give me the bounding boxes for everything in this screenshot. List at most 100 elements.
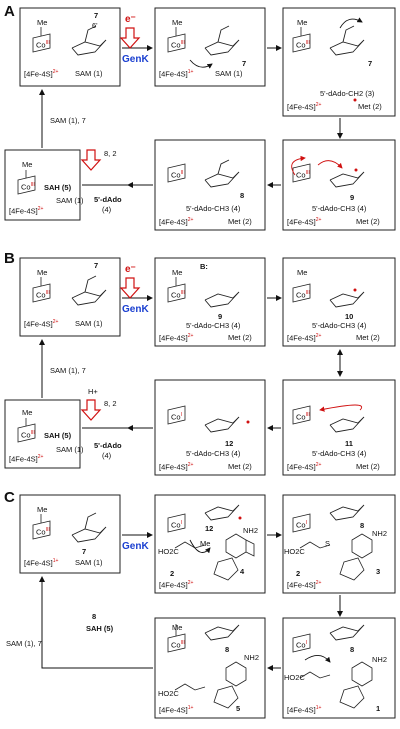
co-c2: CoI: [171, 520, 182, 530]
box-c5: [282, 617, 396, 719]
cpd-12-c2: 12: [205, 524, 214, 533]
met-a4: Met (2): [228, 217, 252, 226]
cob-c4: [167, 633, 186, 653]
co-a5: CoIII: [296, 170, 310, 180]
eight-two-b: 8, 2: [104, 399, 117, 408]
cpd-9-b2: 9: [218, 312, 223, 321]
cpd-3-c3: 3: [376, 567, 381, 576]
me-a6: Me: [22, 160, 33, 169]
cluster-b3: [4Fe-4S]2+: [287, 333, 322, 343]
cpd-8-c3: 8: [360, 521, 365, 530]
co-b3: CoIII: [296, 290, 310, 300]
base-b2: B:: [200, 262, 208, 271]
box-a6: [4, 149, 81, 221]
co-b6: CoIII: [21, 430, 35, 440]
enzyme-c: GenK: [122, 541, 149, 552]
met-a3: Met (2): [358, 102, 382, 111]
dado-ch3-b3: 5'-dAdo-CH3 (4): [312, 321, 367, 330]
nh2-c4: NH2: [244, 653, 260, 662]
met-b4: Met (2): [228, 462, 252, 471]
cpd-5-c4: 5: [236, 704, 241, 713]
cob-a4: [167, 163, 186, 183]
me-a1: Me: [37, 18, 48, 27]
cluster-a4: [4Fe-4S]2+: [159, 217, 194, 227]
electron-b: e⁻: [125, 264, 136, 275]
dado-ch3-b5: 5'-dAdo-CH3 (4): [312, 449, 367, 458]
box-a1: [19, 7, 121, 87]
cob-b3: [292, 283, 311, 303]
cluster-c3: [4Fe-4S]2+: [287, 580, 322, 590]
met-a5: Met (2): [356, 217, 380, 226]
cluster-b5: [4Fe-4S]2+: [287, 462, 322, 472]
box-c2: [154, 494, 266, 594]
cob-c3: [292, 513, 311, 533]
cob-b1: [32, 283, 51, 303]
dado-a: 5'-dAdo: [94, 195, 122, 204]
six-prime-a1: 6': [92, 21, 98, 30]
cob-c1: [32, 520, 51, 540]
cob-b5: [292, 405, 311, 425]
cluster-b2: [4Fe-4S]2+: [159, 333, 194, 343]
cpd-4-c2: 4: [240, 567, 245, 576]
me-a3: Me: [297, 18, 308, 27]
dado-ch3-b4: 5'-dAdo-CH3 (4): [186, 449, 241, 458]
cluster-a6: [4Fe-4S]2+: [9, 206, 44, 216]
co-b4: CoI: [171, 412, 182, 422]
cpd-8-return-c: 8: [92, 612, 97, 621]
cpd-7-c1: 7: [82, 547, 87, 556]
cluster-a3: [4Fe-4S]2+: [287, 102, 322, 112]
co-c3: CoI: [296, 520, 307, 530]
box-c1: [19, 494, 121, 574]
ho2c-c2: HO2C: [158, 547, 179, 556]
sam-return-b: SAM (1), 7: [50, 366, 86, 375]
co-b1: CoIII: [36, 290, 50, 300]
cpd-8-a4: 8: [240, 191, 245, 200]
ho2c-c5: HO2C: [284, 673, 305, 682]
dado-b: 5'-dAdo: [94, 441, 122, 450]
cob-b4: [167, 405, 186, 425]
ho2c-c4: HO2C: [158, 689, 179, 698]
sam-b1: SAM (1): [75, 319, 103, 328]
cob-a3: [292, 33, 311, 53]
cob-a2: [167, 33, 186, 53]
cob-c2: [167, 513, 186, 533]
cpd-7-a1: 7: [94, 11, 99, 20]
cpd-10-b3: 10: [345, 312, 354, 321]
met-b2: Met (2): [228, 333, 252, 342]
me-b6: Me: [22, 408, 33, 417]
box-a2: [154, 7, 266, 87]
dado-num-b: (4): [102, 451, 112, 460]
panel-label-b: B: [4, 250, 15, 267]
me-b2: Me: [172, 268, 183, 277]
box-b2: [154, 257, 266, 347]
co-a3: CoIII: [296, 40, 310, 50]
co-c4: CoIII: [171, 640, 185, 650]
me-b3: Me: [297, 268, 308, 277]
co-a1: CoIII: [36, 40, 50, 50]
sah-b: SAH (5): [44, 431, 72, 440]
me-b1: Me: [37, 268, 48, 277]
box-a5: [282, 139, 396, 231]
cob-a6: [17, 175, 36, 195]
panel-label-a: A: [4, 3, 15, 20]
cluster-b4: [4Fe-4S]2+: [159, 462, 194, 472]
box-b6: [4, 399, 81, 469]
cluster-b1: [4Fe-4S]2+: [24, 319, 59, 329]
sam-b6-in: SAM (1): [56, 445, 84, 454]
co-a2: CoIII: [171, 40, 185, 50]
cpd-7-a2: 7: [242, 59, 247, 68]
nh2-c3: NH2: [372, 529, 388, 538]
cluster-b6: [4Fe-4S]2+: [9, 454, 44, 464]
co-a4: CoII: [171, 170, 184, 180]
box-c3: [282, 494, 396, 594]
eight-two-a: 8, 2: [104, 149, 117, 158]
dado-ch3-a5: 5'-dAdo-CH3 (4): [312, 204, 367, 213]
cpd-1-c5: 1: [376, 704, 381, 713]
cob-b2: [167, 283, 186, 303]
sam-return-a: SAM (1), 7: [50, 116, 86, 125]
box-b3: [282, 257, 396, 347]
cluster-c1: [4Fe-4S]1+: [24, 558, 59, 568]
cluster-c4: [4Fe-4S]1+: [159, 705, 194, 715]
cpd-12-b4: 12: [225, 439, 234, 448]
sam-a2: SAM (1): [215, 69, 243, 78]
